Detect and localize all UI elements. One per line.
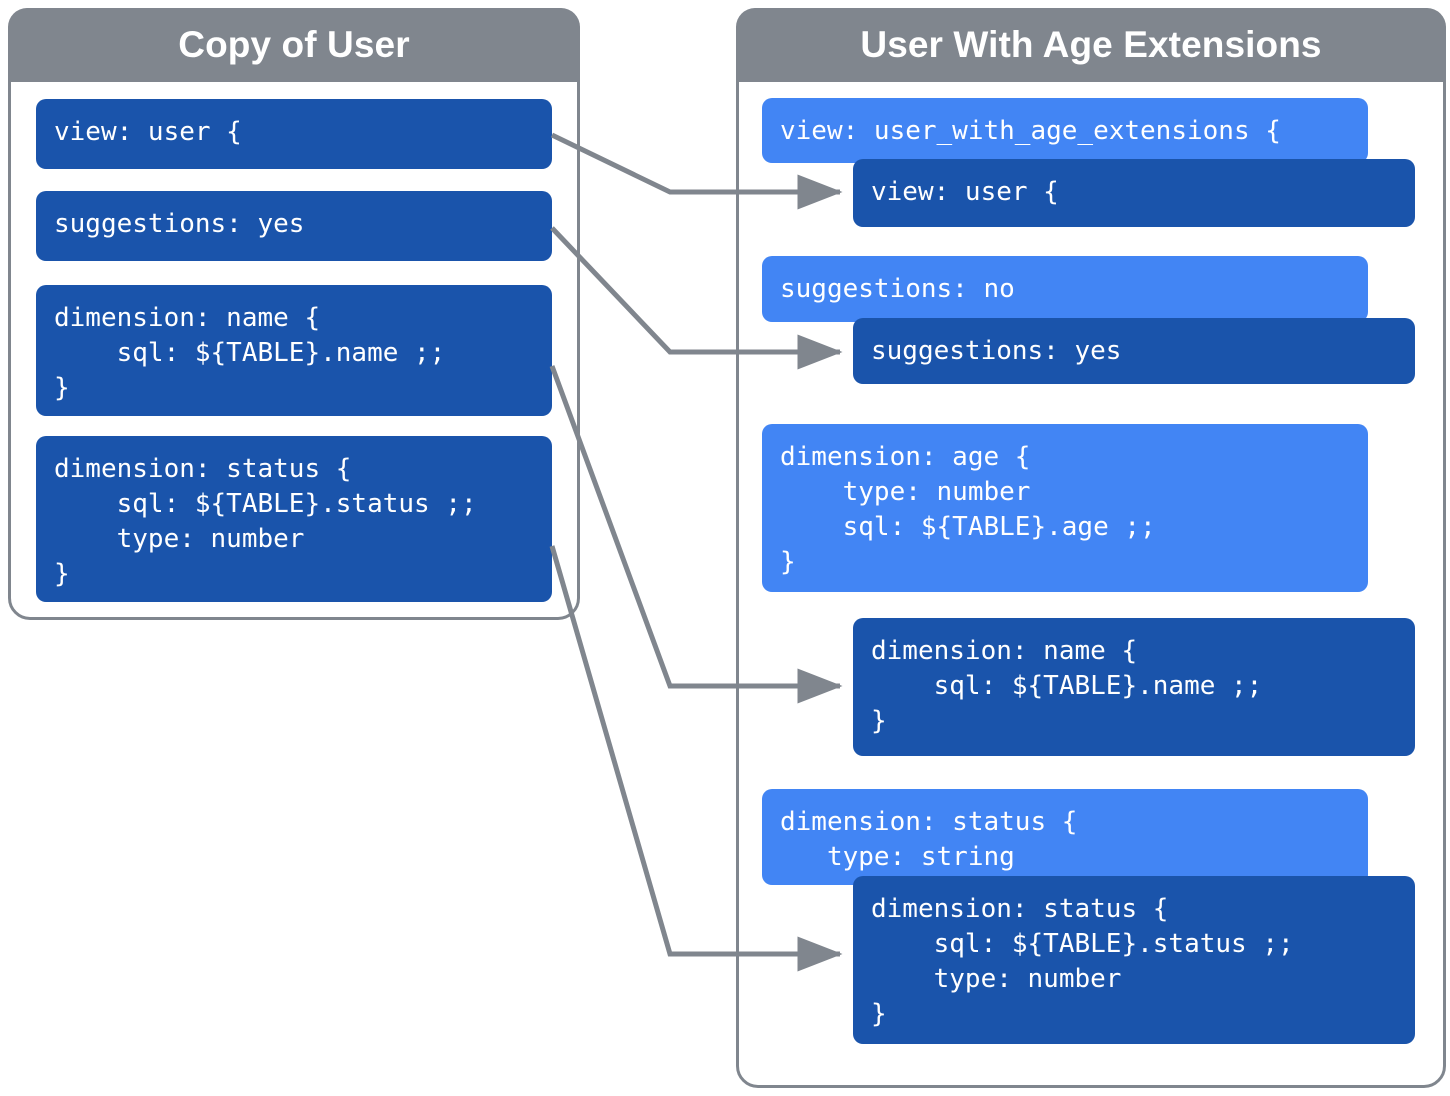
code-block-view-user-with-age-extensions[interactable]: view: user_with_age_extensions { bbox=[762, 98, 1368, 163]
code-block-inherited-dimension-name[interactable]: dimension: name { sql: ${TABLE}.name ;; … bbox=[853, 618, 1415, 756]
code-block-view-user[interactable]: view: user { bbox=[36, 99, 552, 169]
code-block-dimension-status-string[interactable]: dimension: status { type: string bbox=[762, 789, 1368, 885]
code-block-inherited-dimension-status[interactable]: dimension: status { sql: ${TABLE}.status… bbox=[853, 876, 1415, 1044]
code-block-dimension-age[interactable]: dimension: age { type: number sql: ${TAB… bbox=[762, 424, 1368, 592]
panel-left-title: Copy of User bbox=[8, 8, 580, 82]
code-block-suggestions-no[interactable]: suggestions: no bbox=[762, 256, 1368, 322]
code-block-dimension-name[interactable]: dimension: name { sql: ${TABLE}.name ;; … bbox=[36, 285, 552, 416]
code-block-inherited-view-user[interactable]: view: user { bbox=[853, 159, 1415, 227]
code-block-inherited-suggestions-yes[interactable]: suggestions: yes bbox=[853, 318, 1415, 384]
panel-right-title: User With Age Extensions bbox=[736, 8, 1446, 82]
code-block-dimension-status[interactable]: dimension: status { sql: ${TABLE}.status… bbox=[36, 436, 552, 602]
code-block-suggestions-yes[interactable]: suggestions: yes bbox=[36, 191, 552, 261]
